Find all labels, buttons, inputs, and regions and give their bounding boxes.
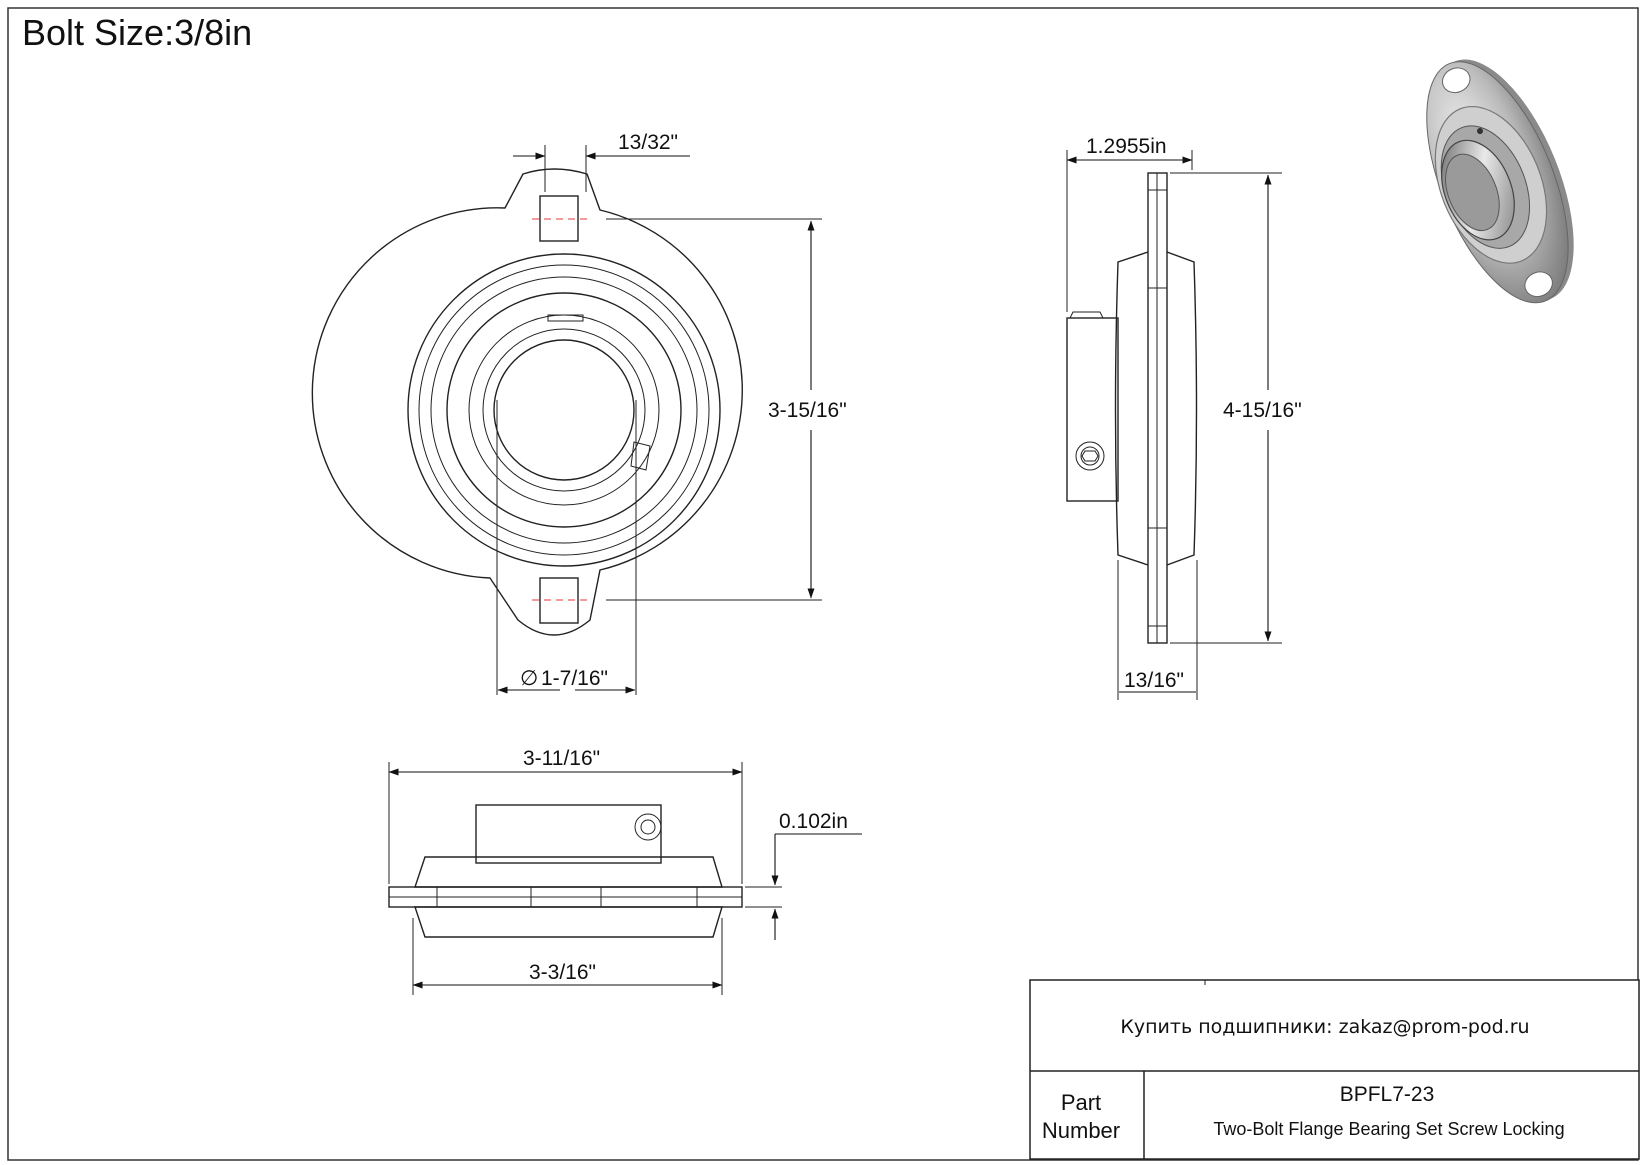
dim-bolt-spacing: 3-15/16" (606, 218, 847, 601)
housing-ring-3 (430, 276, 698, 544)
side-housing-right (1166, 251, 1198, 566)
dim-base-width: 3-3/16" (412, 918, 723, 995)
hex-socket-screw-icon (1081, 450, 1099, 462)
bottom-view (388, 804, 743, 938)
side-width-label: 1.2955in (1086, 135, 1167, 158)
dim-overall-width: 3-11/16" (388, 747, 743, 884)
bore-chamfer (482, 328, 646, 492)
dim-plate-thickness: 0.102in (745, 810, 862, 940)
flange-outline (311, 168, 743, 636)
bolt-hole-width-label: 13/32" (618, 131, 678, 154)
side-set-screw-top (1069, 311, 1104, 319)
set-screw-top (547, 314, 584, 322)
side-insert-collar (1066, 317, 1119, 502)
part-label-line1: Part (1061, 1090, 1101, 1115)
side-set-screw-inner (1080, 446, 1100, 466)
bore-circle (493, 339, 635, 481)
part-number: BPFL7-23 (1340, 1083, 1435, 1106)
bolt-spacing-label: 3-15/16" (768, 399, 847, 422)
plate-thickness-label: 0.102in (779, 810, 848, 833)
bottom-insert-collar (475, 804, 662, 864)
bore-diameter-label: 1-7/16" (541, 667, 608, 690)
dim-overall-height: 4-15/16" (1170, 172, 1302, 644)
bolt-size-title: Bolt Size:3/8in (22, 12, 252, 53)
housing-ring-outer (407, 253, 721, 567)
flange-thickness-label: 13/16" (1124, 669, 1184, 692)
top-bolt-slot (539, 195, 579, 242)
bottom-housing-base (414, 906, 723, 938)
title-block-frame (1029, 979, 1640, 1160)
bottom-set-screw-outer (634, 813, 662, 841)
overall-height-label: 4-15/16" (1223, 399, 1302, 422)
title-block: Купить подшипники: zakaz@prom-pod.ru Par… (1029, 979, 1640, 1160)
housing-ring-2 (418, 264, 710, 556)
overall-width-label: 3-11/16" (523, 747, 600, 770)
bottom-housing-top (414, 856, 723, 888)
dim-side-width: 1.2955in (1066, 135, 1193, 312)
contact-text: Купить подшипники: zakaz@prom-pod.ru (1120, 1016, 1529, 1038)
insert-outer-ring (446, 292, 682, 528)
base-width-label: 3-3/16" (529, 961, 596, 984)
sheet-border (7, 7, 1639, 1161)
front-view (311, 168, 743, 695)
side-housing (1114, 251, 1149, 566)
diameter-symbol: ∅ (520, 667, 538, 690)
part-description: Two-Bolt Flange Bearing Set Screw Lockin… (1213, 1119, 1564, 1139)
side-view (1066, 172, 1198, 644)
3d-bearing-thumbnail (1426, 59, 1574, 304)
set-screw-side (630, 441, 651, 471)
part-label-line2: Number (1042, 1118, 1120, 1143)
bottom-set-screw-inner (640, 819, 656, 835)
dim-bore-diameter: ∅ 1-7/16" (497, 667, 636, 694)
side-set-screw-outer (1075, 441, 1105, 471)
dim-bolt-hole-width: 13/32" (513, 131, 690, 192)
bottom-bolt-slot (539, 577, 579, 624)
dim-flange-thickness: 13/16" (1117, 560, 1198, 700)
